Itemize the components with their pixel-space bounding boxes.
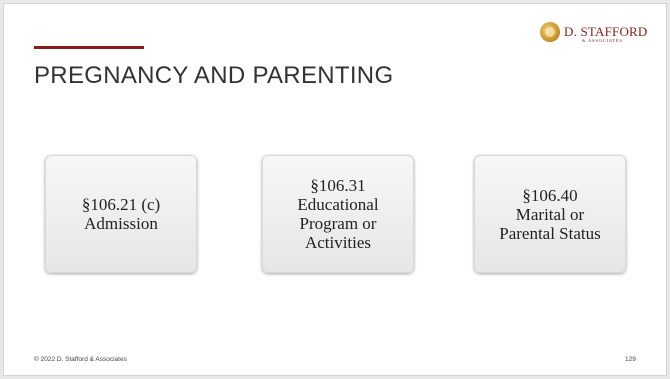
card-text: §106.21 (c) Admission <box>81 195 161 233</box>
company-logo: D. STAFFORD & ASSOCIATES <box>540 22 648 44</box>
section-card-admission: §106.21 (c) Admission <box>45 155 197 273</box>
card-text: §106.40 Marital or Parental Status <box>499 185 601 243</box>
stafford-logo-icon <box>540 22 560 42</box>
section-card-marital-status: §106.40 Marital or Parental Status <box>474 155 626 273</box>
slide-title: PREGNANCY AND PARENTING <box>34 62 394 89</box>
section-card-educational-program: §106.31 Educational Program or Activitie… <box>262 155 414 273</box>
card-text: §106.31 Educational Program or Activitie… <box>297 176 379 252</box>
title-accent-line <box>34 46 144 49</box>
logo-tagline: & ASSOCIATES <box>582 38 623 43</box>
slide: PREGNANCY AND PARENTING D. STAFFORD & AS… <box>3 3 667 376</box>
footer-copyright: © 2022 D. Stafford & Associates <box>34 356 127 363</box>
logo-name: D. STAFFORD <box>564 24 648 39</box>
page-number: 129 <box>625 356 636 363</box>
